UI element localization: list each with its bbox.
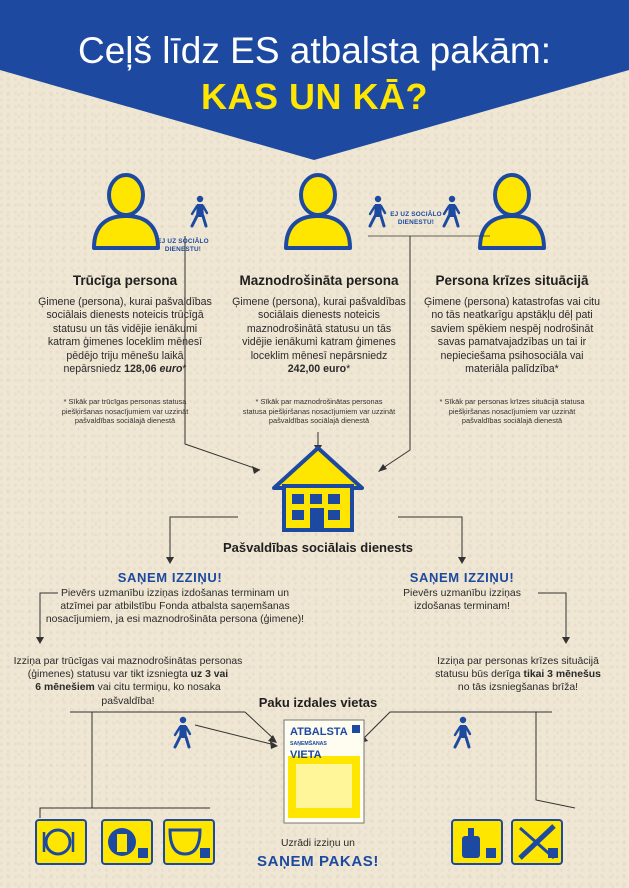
sign-go-social-service-left: EJ UZ SOCIĀLO DIENESTU! [146, 238, 220, 254]
column-note-crisis: * Sīkāk par personas krīzes situācijā st… [439, 397, 585, 426]
sign-go-social-service-middle: EJ UZ SOCIĀLO DIENESTU! [379, 211, 453, 227]
sign-text-line: EJ UZ SOCIĀLO [157, 238, 209, 245]
walker-icon-left [190, 194, 209, 228]
left-branch-validity: Izziņa par trūcīgas vai maznodrošinātas … [13, 656, 243, 707]
soap-icon [451, 819, 503, 865]
connector-left [184, 236, 261, 471]
show-certificate-text: Uzrādi izziņu un [281, 838, 355, 849]
column-desc-poor: Ģimene (persona), kurai pašvaldības soci… [38, 296, 212, 376]
diaper-icon [163, 819, 215, 865]
title-line-1: Ceļš līdz ES atbalsta pakām: [78, 30, 551, 71]
left-branch-text: Pievērs uzmanību izziņas izdošanas termi… [45, 588, 305, 626]
school-supplies-icon [511, 819, 563, 865]
sign-text-line: EJ UZ SOCIĀLO [390, 211, 442, 218]
person-icon-low-income [284, 173, 352, 250]
column-title-crisis: Persona krīzes situācijā [435, 273, 589, 288]
sign-text-line: DIENESTU! [397, 218, 435, 226]
poster-header: ATBALSTA SAŅEMŠANAS VIETA [290, 726, 348, 761]
get-packages-text: SAŅEM PAKAS! [257, 853, 379, 870]
column-title-low-income: Maznodrošināta persona [239, 273, 399, 288]
column-note-poor: * Sīkāk par trūcīgas personas statusa pi… [61, 397, 189, 426]
distribution-title: Paku izdales vietas [258, 695, 378, 710]
column-title-poor: Trūcīga persona [72, 273, 178, 288]
title-line-2: KAS UN KĀ? [201, 76, 428, 117]
connector-right [379, 236, 411, 471]
banner-shape [0, 0, 629, 160]
header-banner [0, 0, 629, 160]
right-branch-title: SAŅEM IZZIŅU! [409, 570, 515, 585]
right-branch-validity: Izziņa par personas krīzes situācijā sta… [435, 656, 601, 694]
walker-icon-lower-right [453, 715, 472, 749]
person-icon-crisis [478, 173, 546, 250]
branch-left-line [169, 516, 238, 560]
walker-icon-lower-left [173, 715, 192, 749]
distribution-poster-icon [283, 719, 365, 824]
sign-text-line: DIENESTU! [164, 245, 202, 253]
left-branch-title: SAŅEM IZZIŅU! [117, 570, 223, 585]
house-icon [272, 446, 364, 532]
food-icon [35, 819, 87, 865]
column-note-low-income: * Sīkāk par maznodrošinātas personas sta… [242, 397, 396, 426]
column-desc-low-income: Ģimene (persona), kurai pašvaldības soci… [232, 296, 406, 376]
branch-right-line [398, 516, 463, 560]
fruit-icon [101, 819, 153, 865]
center-title-social-service: Pašvaldības sociālais dienests [222, 540, 414, 555]
right-branch-text: Pievērs uzmanību izziņas izdošanas termi… [403, 588, 521, 613]
column-desc-crisis: Ģimene (persona) katastrofas vai citu no… [423, 296, 601, 376]
